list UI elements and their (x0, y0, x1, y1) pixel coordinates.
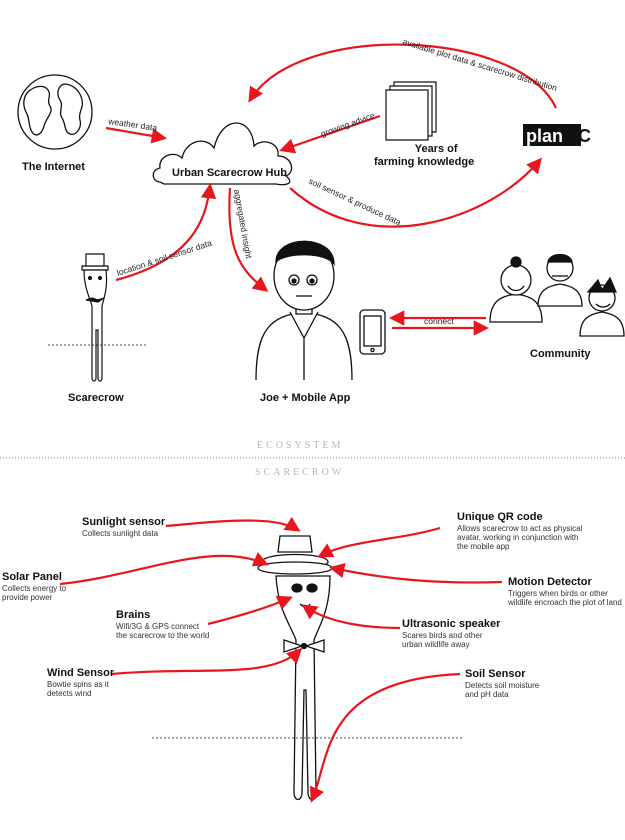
component-arrows (59, 516, 503, 803)
node-internet-label: The Internet (22, 161, 85, 173)
callout-ultrasonic-desc-1: Scares birds and other (402, 630, 483, 640)
callout-soil-title: Soil Sensor (465, 668, 526, 680)
flow-label-soil-produce: soil sensor & produce data (307, 176, 403, 228)
node-farming-line1: Years of (414, 143, 458, 155)
callout-soil-desc-1: Detects soil moisture (465, 680, 540, 690)
callout-wind-desc-1: Bowtie spins as it (47, 679, 109, 689)
flow-label-connect: connect (424, 316, 454, 326)
callout-solar: Solar Panel Collects energy to provide p… (2, 571, 66, 602)
ecosystem-arrows (105, 43, 557, 336)
callout-ultrasonic-desc-2: urban wildlife away (402, 639, 470, 649)
callout-solar-desc-1: Collects energy to (2, 583, 67, 593)
community-people-icon (489, 253, 625, 337)
section-ecosystem-label: ECOSYSTEM (257, 440, 344, 451)
callout-soil: Soil Sensor Detects soil moisture and pH… (465, 668, 539, 699)
book-icon (385, 81, 437, 141)
callout-sunlight: Sunlight sensor Collects sunlight data (82, 516, 165, 538)
callout-qr-desc-1: Allows scarecrow to act as physical (457, 523, 583, 533)
scarecrow-large-icon (257, 535, 333, 801)
callout-ultrasonic: Ultrasonic speaker Scares birds and othe… (402, 618, 500, 649)
callout-brains: Brains Wifi/3G & GPS connect the scarecr… (116, 609, 209, 640)
svg-text:YC: YC (566, 126, 591, 146)
callout-qr-desc-2: avatar, working in conjunction with (457, 532, 579, 542)
callout-sunlight-title: Sunlight sensor (82, 516, 166, 528)
node-joe-label: Joe + Mobile App (260, 392, 351, 404)
node-scarecrow-label: Scarecrow (68, 392, 124, 404)
callout-qr-desc-3: the mobile app (457, 542, 510, 552)
globe-icon (17, 74, 93, 150)
callout-wind-desc-2: detects wind (47, 688, 92, 698)
node-farming-label: Years of farming knowledge (374, 143, 474, 168)
callout-qr: Unique QR code Allows scarecrow to act a… (457, 511, 582, 551)
callout-soil-desc-2: and pH data (465, 689, 509, 699)
callout-brains-desc-1: Wifi/3G & GPS connect (116, 621, 200, 631)
callout-solar-desc-2: provide power (2, 592, 53, 602)
callout-brains-desc-2: the scarecrow to the world (116, 630, 210, 640)
hub-cloud-icon (152, 122, 293, 186)
planyc-logo: plan YC (523, 124, 591, 146)
callout-brains-title: Brains (116, 609, 151, 621)
joe-avatar-icon (255, 240, 353, 381)
callout-sunlight-desc: Collects sunlight data (82, 528, 159, 538)
callout-ultrasonic-title: Ultrasonic speaker (402, 618, 501, 630)
scarecrow-small-icon (81, 253, 109, 382)
flow-label-location: location & soil sensor data (116, 238, 214, 278)
callout-solar-title: Solar Panel (2, 571, 62, 583)
callout-qr-title: Unique QR code (457, 511, 543, 523)
flow-label-growing: growing advice (319, 110, 376, 139)
callout-motion: Motion Detector Triggers when birds or o… (508, 576, 622, 607)
callout-motion-desc-2: wildlife encroach the plot of land (508, 597, 622, 607)
callout-wind-title: Wind Sensor (47, 667, 115, 679)
node-farming-line2: farming knowledge (374, 155, 475, 168)
svg-text:plan: plan (526, 126, 563, 146)
phone-icon (359, 309, 386, 355)
section-scarecrow-label: SCARECROW (255, 467, 345, 478)
callout-motion-desc-1: Triggers when birds or other (508, 588, 608, 598)
node-hub-label: Urban Scarecrow Hub (172, 167, 287, 179)
callout-motion-title: Motion Detector (508, 576, 592, 588)
node-community-label: Community (530, 348, 591, 360)
callout-wind: Wind Sensor Bowtie spins as it detects w… (47, 667, 114, 698)
